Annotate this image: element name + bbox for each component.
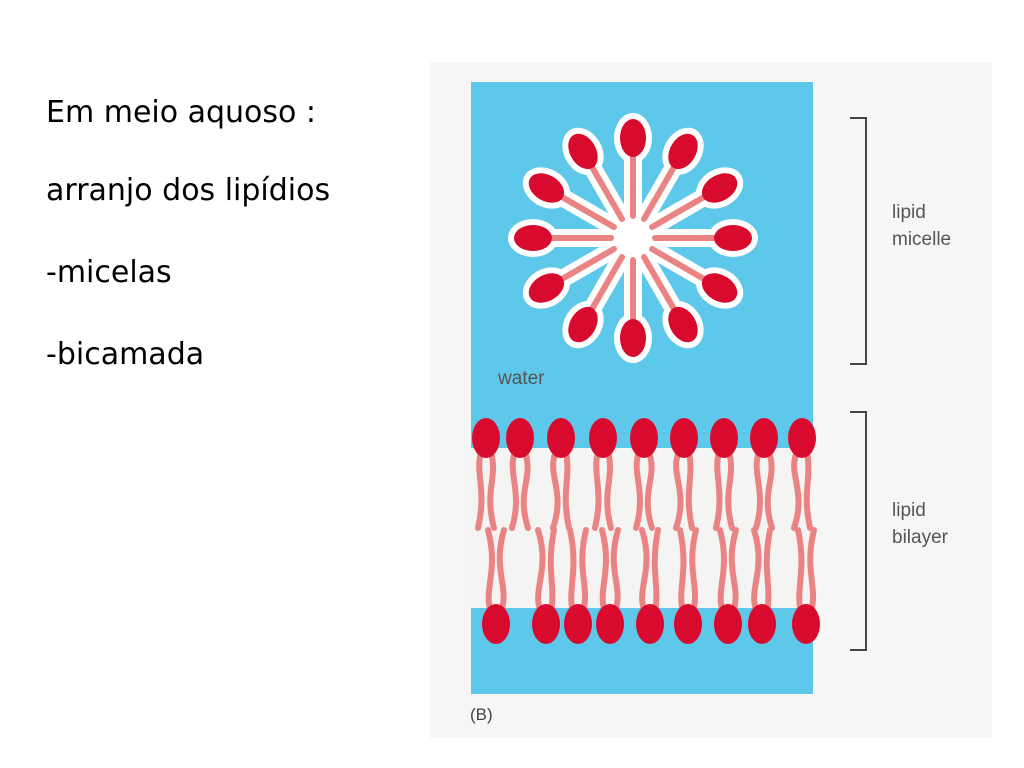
bilayer-top-head: [506, 418, 534, 458]
bilayer-lipid-tail: [485, 527, 495, 615]
micelle-lipid-tail: [641, 160, 679, 222]
micelle-lipid-head: [514, 225, 552, 251]
micelle-lipid-head: [528, 273, 565, 303]
bilayer-lipid-tail: [547, 527, 557, 615]
bilayer-bottom-head: [596, 604, 624, 644]
micelle-lipid-tail: [587, 160, 625, 222]
bilayer-top-head: [670, 418, 698, 458]
bilayer-lipid-tail: [604, 449, 614, 531]
bilayer-top-head: [788, 418, 816, 458]
bilayer-lipid-tail: [685, 449, 695, 531]
micelle-lipid-tail: [587, 254, 625, 316]
bilayer-bottom-head: [482, 604, 510, 644]
micelle-lipid-head: [668, 133, 698, 170]
micelle-label-line1: lipid: [892, 202, 926, 223]
bilayer-lipid-tail: [550, 449, 561, 531]
slide-text: Em meio aquoso : arranjo dos lipídios -m…: [46, 98, 330, 370]
micelle-label-line2: micelle: [892, 229, 951, 250]
bilayer-lipid-tail: [610, 527, 621, 615]
micelle-lipid-tail: [641, 254, 679, 316]
micelle-bracket: [850, 117, 867, 365]
bilayer-lipid-tail: [795, 527, 805, 615]
bilayer-bottom-head: [564, 604, 592, 644]
micelle-lipid-head: [701, 273, 738, 303]
water-label: water: [497, 368, 545, 389]
micelle-lipid-head: [701, 173, 738, 203]
micelle-lipid-head: [668, 306, 698, 343]
bilayer-lipid-tail: [651, 527, 661, 615]
bilayer-bottom-head: [714, 604, 742, 644]
micelle-lipid-tail: [649, 192, 711, 230]
bilayer-top-head: [710, 418, 738, 458]
bilayer-bottom-head: [636, 604, 664, 644]
micelle-core: [599, 204, 667, 272]
bilayer-top-head: [547, 418, 575, 458]
micelle-lipid-head: [620, 319, 646, 357]
micelle-lipid-head: [620, 119, 646, 157]
bilayer-lipid-tail: [487, 449, 497, 531]
micelle-lipid-head: [568, 133, 598, 170]
bilayer-lipid-tail: [728, 527, 739, 615]
bilayer-lipid-tail: [763, 527, 773, 615]
bilayer-lipid-tail: [567, 527, 577, 615]
bilayer-lipid-tail: [562, 449, 572, 531]
bilayer-bottom-head: [748, 604, 776, 644]
bilayer-lipid-tail: [535, 527, 546, 615]
text-line-2: arranjo dos lipídios: [46, 173, 331, 208]
bilayer-label-line1: lipid: [892, 500, 926, 521]
micelle-lipid-head: [568, 306, 598, 343]
lipid-bilayer: [471, 418, 820, 644]
bilayer-lipid-tail: [713, 449, 723, 531]
bilayer-lipid-tail: [639, 527, 650, 615]
text-line-1: Em meio aquoso :: [46, 95, 317, 130]
bilayer-top-head: [589, 418, 617, 458]
bilayer-lipid-tail: [689, 527, 699, 615]
bilayer-lipid-tail: [475, 449, 485, 531]
bilayer-top-head: [630, 418, 658, 458]
bilayer-lipid-tail: [633, 449, 643, 531]
bilayer-lipid-tail: [725, 449, 735, 531]
bilayer-lipid-tail: [673, 449, 684, 531]
bilayer-lipid-tail: [791, 449, 802, 531]
bilayer-lipid-tail: [753, 449, 763, 531]
bilayer-lipid-tail: [496, 527, 507, 615]
panel-letter: (B): [470, 705, 493, 724]
bilayer-lipid-tail: [677, 527, 687, 615]
bilayer-bottom-head: [674, 604, 702, 644]
bilayer-bracket: [850, 411, 867, 651]
bilayer-label-line2: bilayer: [892, 527, 949, 548]
bilayer-bottom-head: [792, 604, 820, 644]
bilayer-lipid-tail: [644, 449, 655, 531]
micelle-core-circle: [599, 204, 667, 272]
bilayer-lipid-tail: [803, 449, 813, 531]
micelle-lipid-tail: [555, 246, 617, 284]
bilayer-heads: [472, 418, 820, 644]
micelle-lipid-head: [528, 173, 565, 203]
bilayer-top-head: [472, 418, 500, 458]
bilayer-top-head: [750, 418, 778, 458]
bilayer-lipid-tail: [579, 527, 589, 615]
bilayer-lipid-tail: [807, 527, 817, 615]
bilayer-lipid-tail: [751, 527, 762, 615]
bilayer-lipid-tail: [520, 449, 531, 531]
micelle-lipid-tail: [649, 246, 711, 284]
text-line-3: -micelas: [46, 255, 172, 290]
lipid-micelle: [508, 113, 758, 363]
micelle-lipid-head: [714, 225, 752, 251]
bilayer-lipid-tail: [592, 449, 602, 531]
text-line-4: -bicamada: [46, 337, 205, 372]
micelle-lipid-tail: [555, 192, 617, 230]
bilayer-tails: [475, 449, 817, 615]
bilayer-lipid-tail: [717, 527, 727, 615]
bilayer-bottom-head: [532, 604, 560, 644]
bilayer-lipid-tail: [509, 449, 519, 531]
bilayer-lipid-tail: [764, 449, 775, 531]
bilayer-lipid-tail: [599, 527, 609, 615]
